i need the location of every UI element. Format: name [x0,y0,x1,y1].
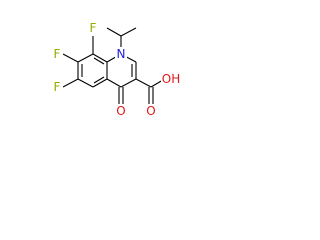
atom-label-f7: F [54,47,61,61]
atom-label-o4: O [116,104,125,118]
bond-c8-c8a-inner [93,57,105,65]
bond-c4a-c5-inner [93,76,105,84]
atom-label-f8: F [90,21,97,35]
atom-label-n1: N [117,47,126,61]
bond-c7-c8 [77,53,94,63]
bond-c3-cooh [135,78,152,88]
bond-c4-c4a [106,78,122,88]
bond-c7-f7 [62,53,79,63]
bond-nme2-me1 [106,27,122,37]
molecule-canvas: F F F N O O OH [0,0,215,145]
atom-label-f6: F [54,80,61,94]
bond-c5-c6 [77,78,94,88]
molecule-structure: F F F N O O OH [51,21,181,119]
bond-c8-c8a [92,53,108,63]
bond-c6-f6 [62,78,79,88]
atom-label-cooh-o: O [146,104,155,118]
bond-c3-c4 [120,78,137,88]
atom-label-oh: OH [162,72,180,86]
bond-c4a-c5 [92,78,108,88]
bond-nme2-me2 [120,27,137,37]
